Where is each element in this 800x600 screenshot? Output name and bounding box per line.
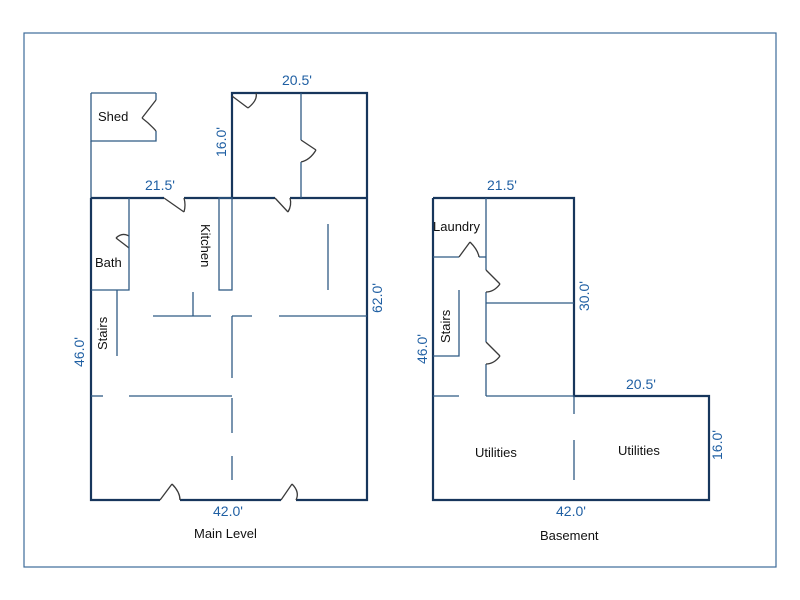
- shed-label: Shed: [98, 109, 128, 124]
- main-level-caption: Main Level: [194, 526, 257, 541]
- basement-dim-left: 46.0': [414, 334, 430, 364]
- basement-dim-bottom: 42.0': [556, 503, 586, 519]
- main-dim-right: 62.0': [369, 283, 385, 313]
- basement-interior-walls: [433, 198, 575, 480]
- basement-door-lower-icon: [485, 341, 501, 365]
- basement-dim-top: 21.5': [487, 177, 517, 193]
- basement-plan: Laundry Stairs Utilities Utilities 21.5'…: [414, 177, 725, 543]
- page-frame: [23, 32, 777, 568]
- utilities-left-label: Utilities: [475, 445, 517, 460]
- basement-outer-walls: [431, 196, 711, 502]
- shed-room: [90, 92, 157, 198]
- utilities-right-label: Utilities: [618, 443, 660, 458]
- main-stairs-label: Stairs: [95, 316, 110, 350]
- main-dim-left: 46.0': [71, 337, 87, 367]
- basement-dim-upper-right: 30.0': [576, 281, 592, 311]
- kitchen-label: Kitchen: [198, 224, 213, 267]
- main-door-top-left-icon: [163, 197, 186, 213]
- main-door-bottom-right-icon: [280, 483, 298, 501]
- basement-dim-wing-right: 16.0': [709, 430, 725, 460]
- main-level-plan: Shed Bath Kitchen Stairs 20.5' 16.0' 21.…: [71, 72, 385, 541]
- bath-label: Bath: [95, 255, 122, 270]
- main-dim-bottom: 42.0': [213, 503, 243, 519]
- main-dim-wing-height: 16.0': [213, 127, 229, 157]
- main-door-wing-icon: [231, 92, 257, 109]
- shed-door-icon: [141, 99, 157, 132]
- main-door-wing-inner-icon: [300, 139, 317, 163]
- basement-caption: Basement: [540, 528, 599, 543]
- main-door-bottom-left-icon: [159, 483, 181, 501]
- basement-dim-wing-top: 20.5': [626, 376, 656, 392]
- laundry-label: Laundry: [433, 219, 480, 234]
- main-dim-top-wing: 20.5': [282, 72, 312, 88]
- basement-door-upper-icon: [485, 269, 501, 293]
- main-interior-walls: [91, 93, 367, 480]
- main-door-kitchen-icon: [274, 197, 292, 213]
- main-door-bath-icon: [115, 233, 130, 249]
- main-outer-walls: [89, 91, 369, 502]
- main-dim-top: 21.5': [145, 177, 175, 193]
- basement-stairs-label: Stairs: [438, 309, 453, 343]
- basement-door-laundry-icon: [458, 241, 480, 258]
